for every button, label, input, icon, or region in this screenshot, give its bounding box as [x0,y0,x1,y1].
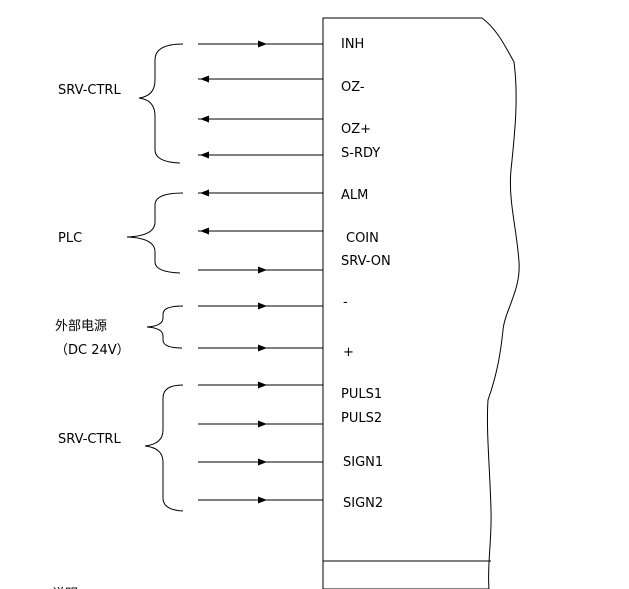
brace-srv-ctrl-bottom [144,384,184,512]
arrow-head-inh [258,40,267,48]
arrow-head-power-plus [258,344,267,352]
connector-body [322,17,520,589]
group-label-plc: PLC [58,231,82,246]
arrow-head-oz-minus [200,75,209,83]
group-label-power-line2: （DC 24V） [55,343,130,358]
pin-labels: INH OZ- OZ+ S-RDY ALM COIN SRV-ON - + PU… [341,37,391,511]
pin-srv-on: SRV-ON [341,254,391,269]
pin-sign1: SIGN1 [343,455,383,470]
brace-plc [126,192,184,274]
arrow-head-sign1 [258,458,267,466]
pin-puls2: PULS2 [341,411,382,426]
note-label: 说明 [52,587,78,589]
arrow-head-sign2 [258,496,267,504]
pin-s-rdy: S-RDY [341,146,380,161]
arrow-head-s-rdy [200,151,209,159]
group-label-power-line1: 外部电源 [55,319,107,334]
brace-power [146,305,184,349]
brace-srv-ctrl-top [138,43,184,164]
arrow-head-oz-plus [200,115,209,123]
pin-power-plus: + [343,345,354,360]
pin-oz-minus: OZ- [341,80,365,95]
pin-puls1: PULS1 [341,387,382,402]
arrow-head-coin [200,227,209,235]
arrow-head-puls1 [258,381,267,389]
pin-coin: COIN [346,231,379,246]
arrow-head-alm [200,189,209,197]
pin-alm: ALM [341,188,368,203]
pin-oz-plus: OZ+ [341,122,371,137]
signal-lines [198,40,323,504]
arrow-head-power-minus [258,302,267,310]
pin-inh: INH [341,37,364,52]
pin-sign2: SIGN2 [343,496,383,511]
group-label-srv-ctrl-bottom: SRV-CTRL [58,432,121,447]
arrow-head-srv-on [258,266,267,274]
pin-power-minus: - [343,295,348,310]
arrow-head-puls2 [258,420,267,428]
group-label-srv-ctrl-top: SRV-CTRL [58,83,121,98]
